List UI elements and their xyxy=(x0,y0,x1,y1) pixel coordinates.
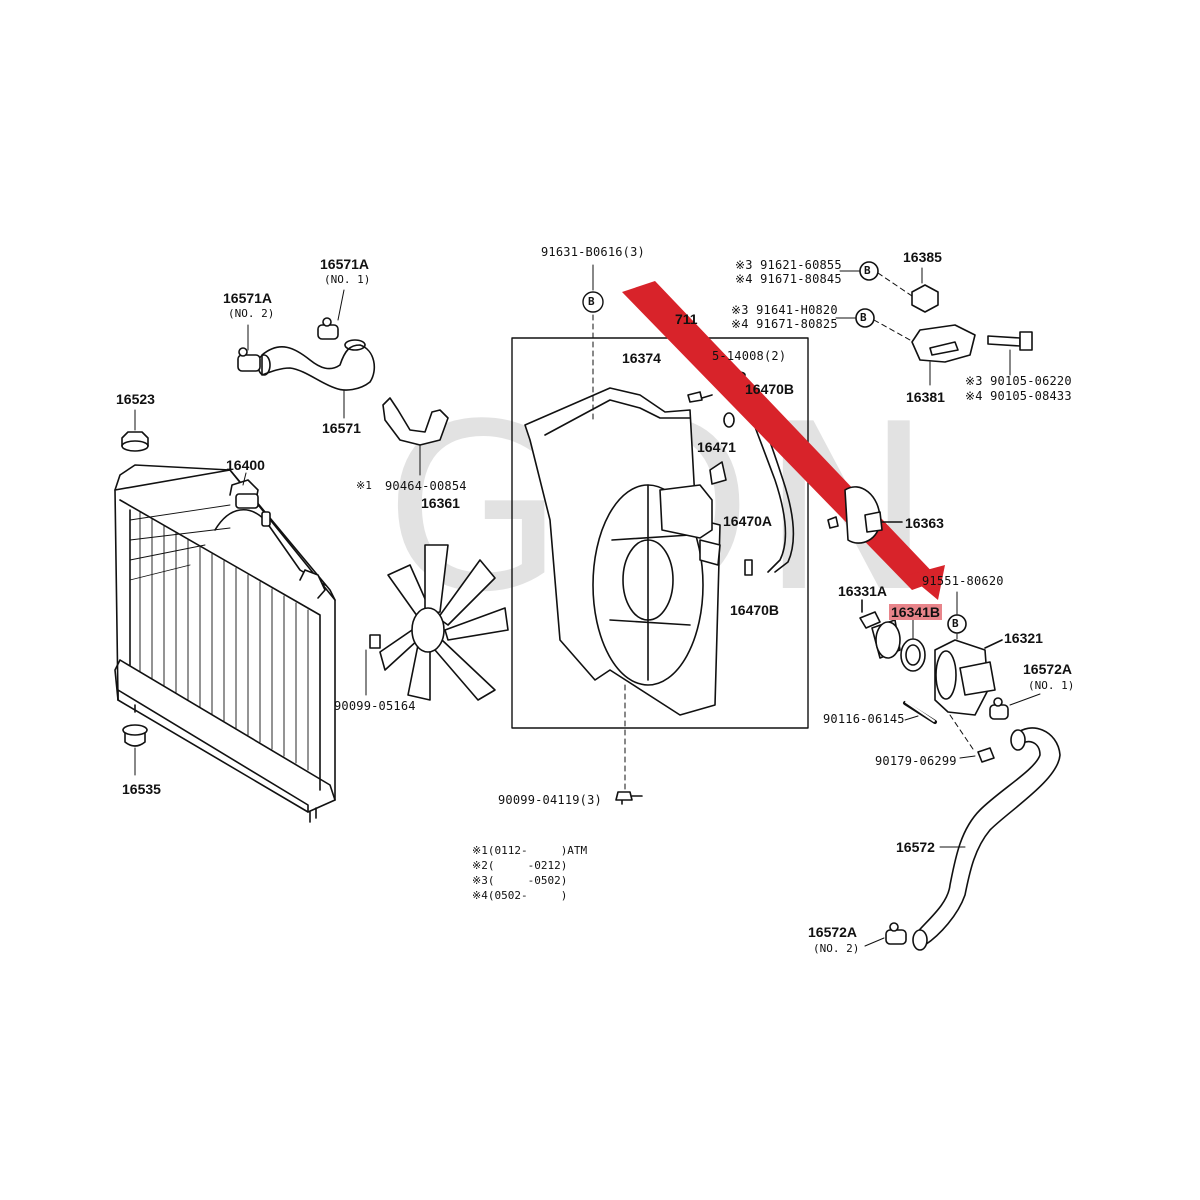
fan-shroud-frame xyxy=(511,337,809,729)
label-16400: 16400 xyxy=(226,457,265,473)
thermostat-drawing xyxy=(859,599,901,659)
cap-16523-drawing xyxy=(121,409,149,452)
label-90179-06299: 90179-06299 xyxy=(875,754,957,768)
upper-hose-drawing xyxy=(237,289,376,419)
label-16470b-top: 16470B xyxy=(745,381,795,397)
label-16571a-no2: 16571A xyxy=(223,290,273,306)
label-90105-06220: ※3 90105-06220 xyxy=(965,374,1072,388)
label-90099-04119: 90099-04119(3) xyxy=(498,793,602,807)
label-16331a: 16331A xyxy=(838,583,888,599)
footnote-1: ※1(0112- )ATM xyxy=(472,844,588,857)
bracket-90464-drawing xyxy=(382,397,449,476)
label-90116-06145: 90116-06145 xyxy=(823,712,905,726)
label-16361: 16361 xyxy=(421,495,460,511)
label-16572a-no2-sub: (NO. 2) xyxy=(813,942,860,955)
label-16385: 16385 xyxy=(903,249,942,265)
label-90464-mark: ※1 xyxy=(356,479,372,492)
label-90105-08433: ※4 90105-08433 xyxy=(965,389,1072,403)
radiator-drawing xyxy=(114,464,336,823)
fan-16361-drawing xyxy=(365,544,509,701)
label-16535: 16535 xyxy=(122,781,161,797)
label-91671-80845: ※4 91671-80845 xyxy=(735,272,842,286)
b-callout-top: B xyxy=(864,264,871,277)
footnote-4: ※4(0502- ) xyxy=(472,889,568,902)
label-16572a-no1-sub: (NO. 1) xyxy=(1028,679,1075,692)
label-16341b-highlighted: 16341B xyxy=(889,604,943,620)
label-16321: 16321 xyxy=(1004,630,1043,646)
label-16363: 16363 xyxy=(905,515,944,531)
label-90099-05164: 90099-05164 xyxy=(334,699,416,713)
label-16381: 16381 xyxy=(906,389,945,405)
mount-16535-drawing xyxy=(122,724,148,776)
b-callout-right: B xyxy=(952,617,959,630)
label-16571a-no1: 16571A xyxy=(320,256,370,272)
outlet-16363-drawing xyxy=(827,486,903,544)
label-91551-80620: 91551-80620 xyxy=(922,574,1004,588)
label-14008: 5-14008(2) xyxy=(712,349,787,363)
label-16523: 16523 xyxy=(116,391,155,407)
lower-hose-drawing xyxy=(885,727,1061,951)
label-16572a-no1: 16572A xyxy=(1023,661,1073,677)
label-16374: 16374 xyxy=(622,350,661,366)
b-callout-fan: B xyxy=(588,295,595,308)
label-16572a-no2: 16572A xyxy=(808,924,858,940)
footnote-2: ※2( -0212) xyxy=(472,859,568,872)
bolt-bracket-drawing xyxy=(835,261,1033,386)
label-91641-h0820: ※3 91641-H0820 xyxy=(731,303,838,317)
fan-shroud-drawing xyxy=(524,387,721,716)
housing-16321-drawing xyxy=(934,639,1003,716)
label-16711: 711 xyxy=(675,311,698,327)
label-90464-00854: 90464-00854 xyxy=(385,479,467,493)
label-16571a-no1-sub: (NO. 1) xyxy=(324,273,371,286)
label-16571a-no2-sub: (NO. 2) xyxy=(228,307,275,320)
label-91631-b0616: 91631-B0616(3) xyxy=(541,245,645,259)
label-16470b-bottom: 16470B xyxy=(730,602,780,618)
label-16471: 16471 xyxy=(697,439,736,455)
label-16470a: 16470A xyxy=(723,513,773,529)
label-91671-80825: ※4 91671-80825 xyxy=(731,317,838,331)
label-16572: 16572 xyxy=(896,839,935,855)
b-callout-mid: B xyxy=(860,311,867,324)
label-91621-60855: ※3 91621-60855 xyxy=(735,258,842,272)
label-16571: 16571 xyxy=(322,420,361,436)
footnote-3: ※3( -0502) xyxy=(472,874,568,887)
